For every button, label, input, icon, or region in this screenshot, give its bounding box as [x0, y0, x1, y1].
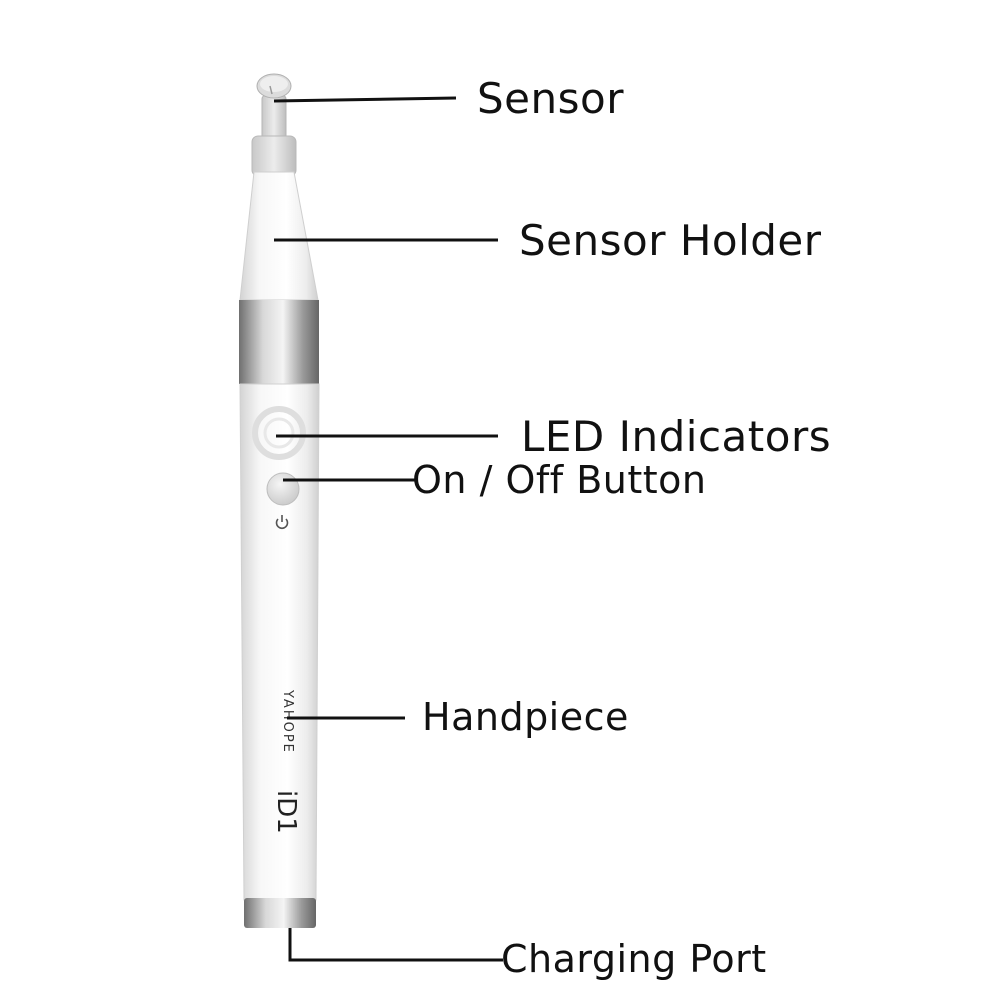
- sensor-holder-collar: [251, 135, 297, 177]
- leader-charging-port: [288, 928, 503, 962]
- handpiece-body: [239, 383, 320, 901]
- led-indicator-icon: [252, 406, 306, 460]
- leader-sensor: [273, 96, 457, 103]
- label-handpiece: Handpiece: [422, 695, 629, 739]
- power-icon: [275, 515, 289, 530]
- model-text: iD1: [271, 790, 301, 834]
- label-sensor: Sensor: [477, 74, 624, 123]
- sensor-tip: [256, 73, 292, 141]
- brand-text: YAHOPE: [280, 689, 295, 754]
- label-led-indicators: LED Indicators: [521, 412, 832, 461]
- sensor-holder-neck: [239, 171, 319, 301]
- charging-port-ring: [244, 898, 316, 928]
- label-sensor-holder: Sensor Holder: [519, 216, 822, 265]
- label-charging-port: Charging Port: [501, 937, 767, 981]
- label-on-off-button: On / Off Button: [412, 458, 707, 502]
- on-off-button[interactable]: [266, 472, 300, 506]
- metal-band: [239, 300, 319, 384]
